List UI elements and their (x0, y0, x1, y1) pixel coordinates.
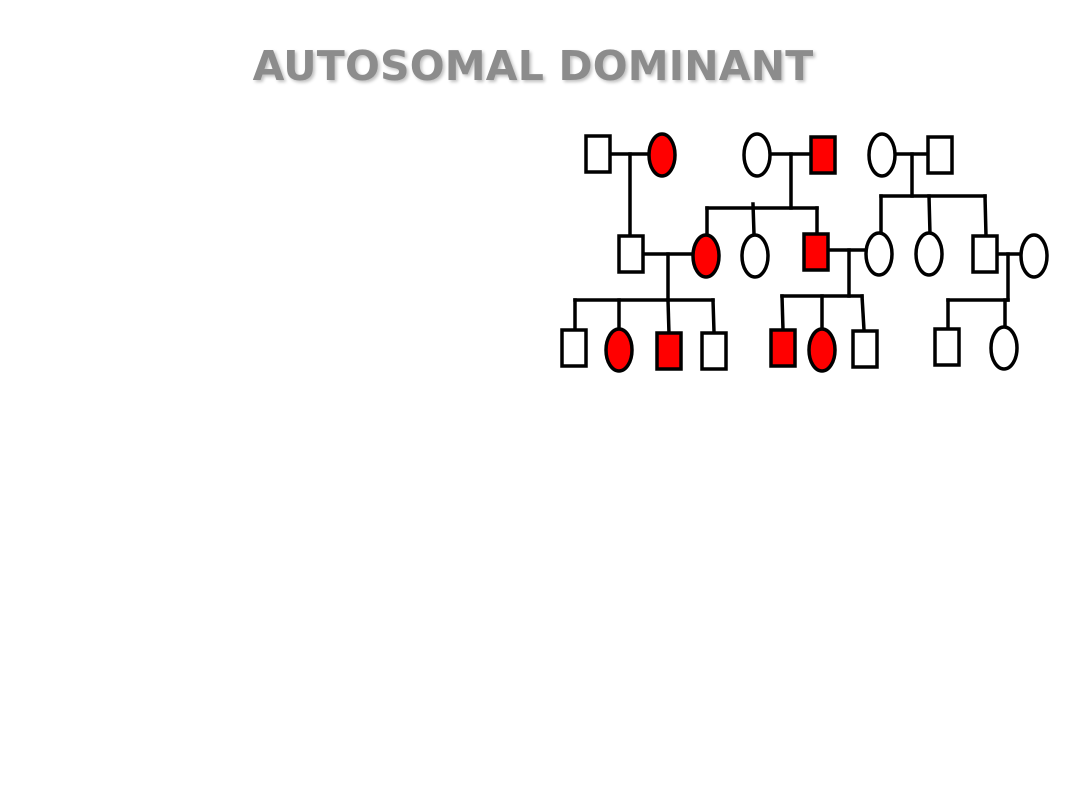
unaffected-male-square-i-1 (584, 134, 612, 174)
affected-male-square-i-4 (809, 135, 837, 175)
unaffected-female-circle-iii-9 (989, 325, 1019, 371)
child-line-III-4 (711, 298, 716, 334)
child-line-II-7 (983, 194, 988, 238)
child-line-III-5 (780, 294, 785, 332)
affected-female-circle-iii-6 (807, 327, 837, 373)
unaffected-male-square-ii-7 (971, 234, 999, 274)
unaffected-female-circle-ii-6 (914, 231, 944, 277)
unaffected-female-circle-i-5 (867, 132, 897, 178)
unaffected-male-square-iii-8 (933, 327, 961, 367)
unaffected-male-square-ii-1 (617, 234, 645, 274)
pedigree-individuals (560, 132, 1049, 373)
unaffected-female-circle-ii-8 (1019, 233, 1049, 279)
affected-female-circle-i-2 (647, 132, 677, 178)
pedigree-lines (573, 152, 1022, 336)
unaffected-female-circle-ii-3 (740, 233, 770, 279)
slide-title: AUTOSOMAL DOMINANT (252, 42, 814, 90)
unaffected-female-circle-i-3 (742, 132, 772, 178)
affected-male-square-iii-3 (655, 331, 683, 371)
child-line-III-3 (666, 298, 671, 336)
unaffected-male-square-iii-4 (700, 331, 728, 371)
unaffected-female-circle-ii-5 (864, 231, 894, 277)
affected-female-circle-ii-2 (691, 233, 721, 279)
unaffected-male-square-iii-1 (560, 328, 588, 368)
child-line-III-7 (860, 294, 866, 332)
child-line-II-3 (751, 202, 756, 236)
affected-male-square-ii-4 (802, 232, 830, 272)
affected-male-square-iii-5 (769, 328, 797, 368)
child-line-II-6 (927, 194, 932, 236)
unaffected-male-square-iii-7 (851, 329, 879, 369)
affected-female-circle-iii-2 (604, 327, 634, 373)
unaffected-male-square-i-6 (926, 135, 954, 175)
